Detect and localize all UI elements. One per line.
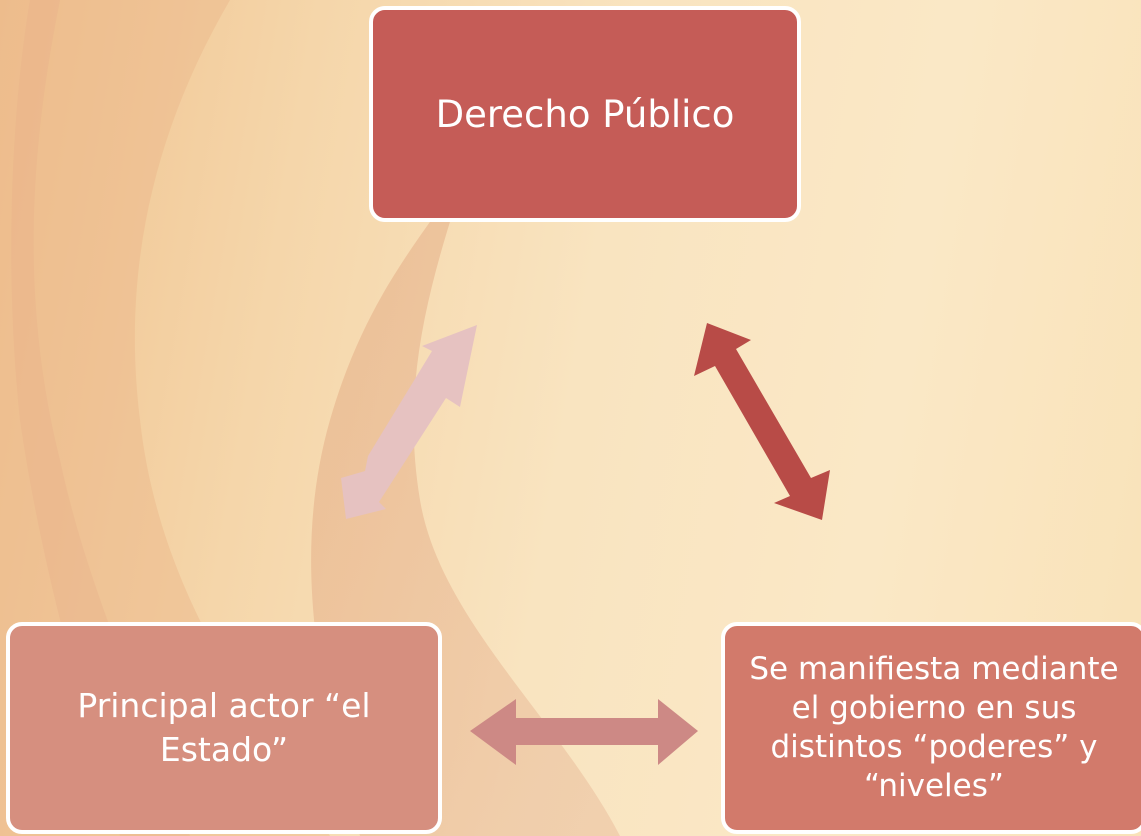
node-gobierno: Se manifiesta mediante el gobierno en su… (721, 622, 1141, 834)
node-left-label: Principal actor “el Estado” (77, 686, 371, 769)
arrow-left-top (341, 325, 477, 519)
node-principal-actor: Principal actor “el Estado” (6, 622, 442, 834)
node-top-label: Derecho Público (435, 92, 735, 136)
arrow-top-right (694, 323, 830, 520)
node-right-label: Se manifiesta mediante el gobierno en su… (749, 651, 1119, 804)
arrow-left-right (470, 699, 698, 765)
node-derecho-publico: Derecho Público (369, 6, 801, 222)
